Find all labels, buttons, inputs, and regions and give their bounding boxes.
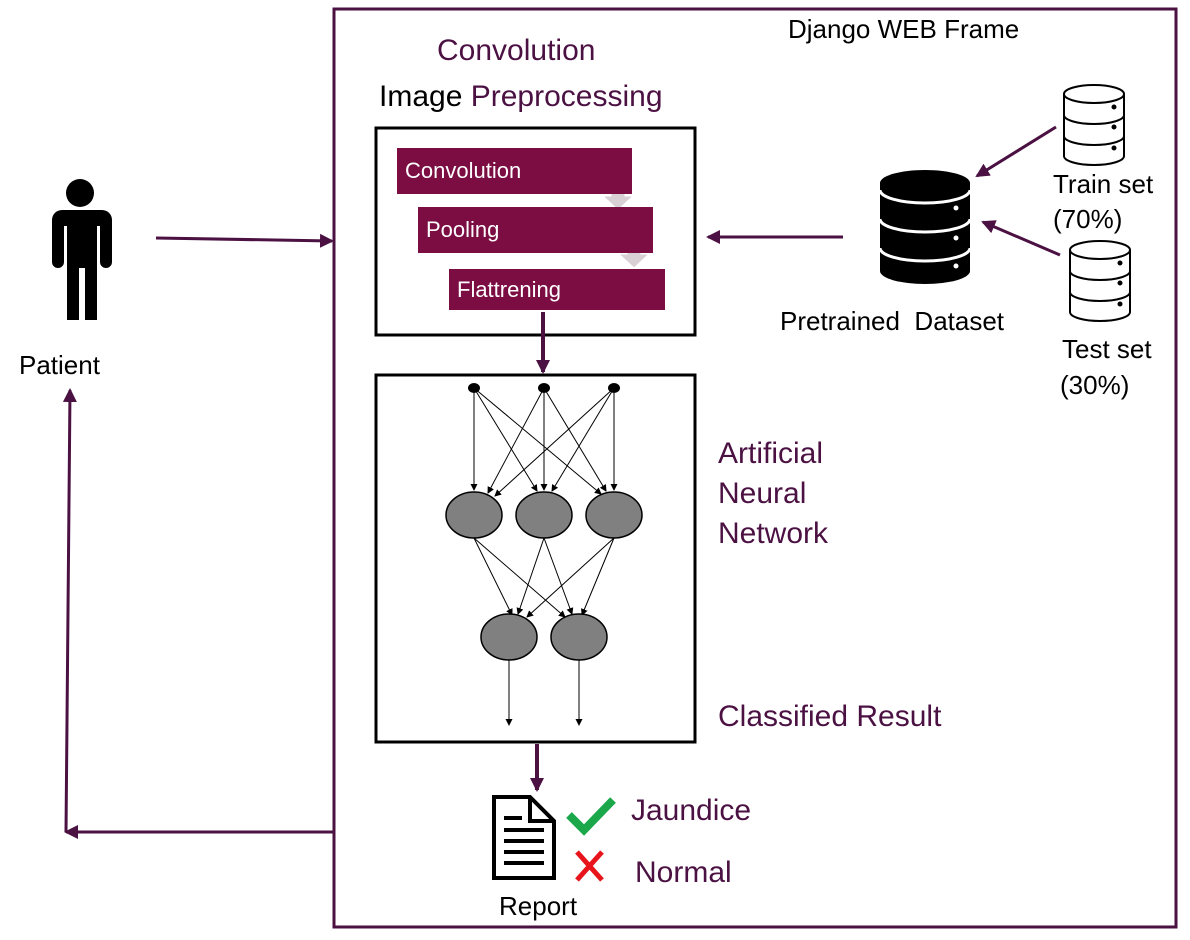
test-set-pct: (30%) [1060,370,1130,400]
database-icon [878,170,972,284]
dataset-label-pretrained: Pretrained [780,306,900,336]
preprocessing-title-image: Image [379,80,463,113]
patient-label: Patient [19,350,100,380]
jaundice-label: Jaundice [631,794,752,827]
arrow-train-to-dataset [975,125,1057,178]
stage-flattrening: Flattrening [449,269,665,310]
person-icon [52,179,112,320]
dataset-label-dataset: Dataset [914,306,1005,336]
cross-icon [575,850,604,882]
stage-label: Flattrening [457,277,561,302]
ann-box [374,373,697,744]
dataset-label: Pretrained Dataset [780,308,1004,334]
report-label: Report [499,891,578,921]
django-frame [332,7,1178,929]
ann-label-line2: Neural [718,477,807,510]
check-icon [566,797,616,836]
arrow-test-to-dataset [981,220,1061,257]
stage-convolution: Convolution [397,148,632,194]
train-set-pct: (70%) [1053,204,1123,234]
normal-label: Normal [635,856,732,889]
classified-result-label: Classified Result [718,700,942,733]
database-icon [1069,240,1131,322]
ann-label-line1: Artificial [718,437,824,470]
stage-label: Pooling [426,217,500,242]
stage-label: Convolution [405,158,522,183]
train-set-label: Train set [1053,169,1154,199]
ann-label-line3: Network [718,517,829,550]
preprocessing-title-line1: Convolution [437,34,596,67]
preprocessing-title-line2: Image Preprocessing [379,82,663,112]
arrow-to-patient [62,388,77,833]
stage-pooling: Pooling [418,207,653,253]
database-icon [1063,84,1125,166]
document-icon [492,795,556,880]
neural-network [445,383,643,726]
preprocessing-box [374,126,697,337]
test-set-label: Test set [1062,334,1152,364]
preprocessing-title-preprocessing: Preprocessing [470,80,663,113]
arrow-patient-to-frame [155,233,334,248]
frame-title: Django WEB Frame [788,14,1020,44]
